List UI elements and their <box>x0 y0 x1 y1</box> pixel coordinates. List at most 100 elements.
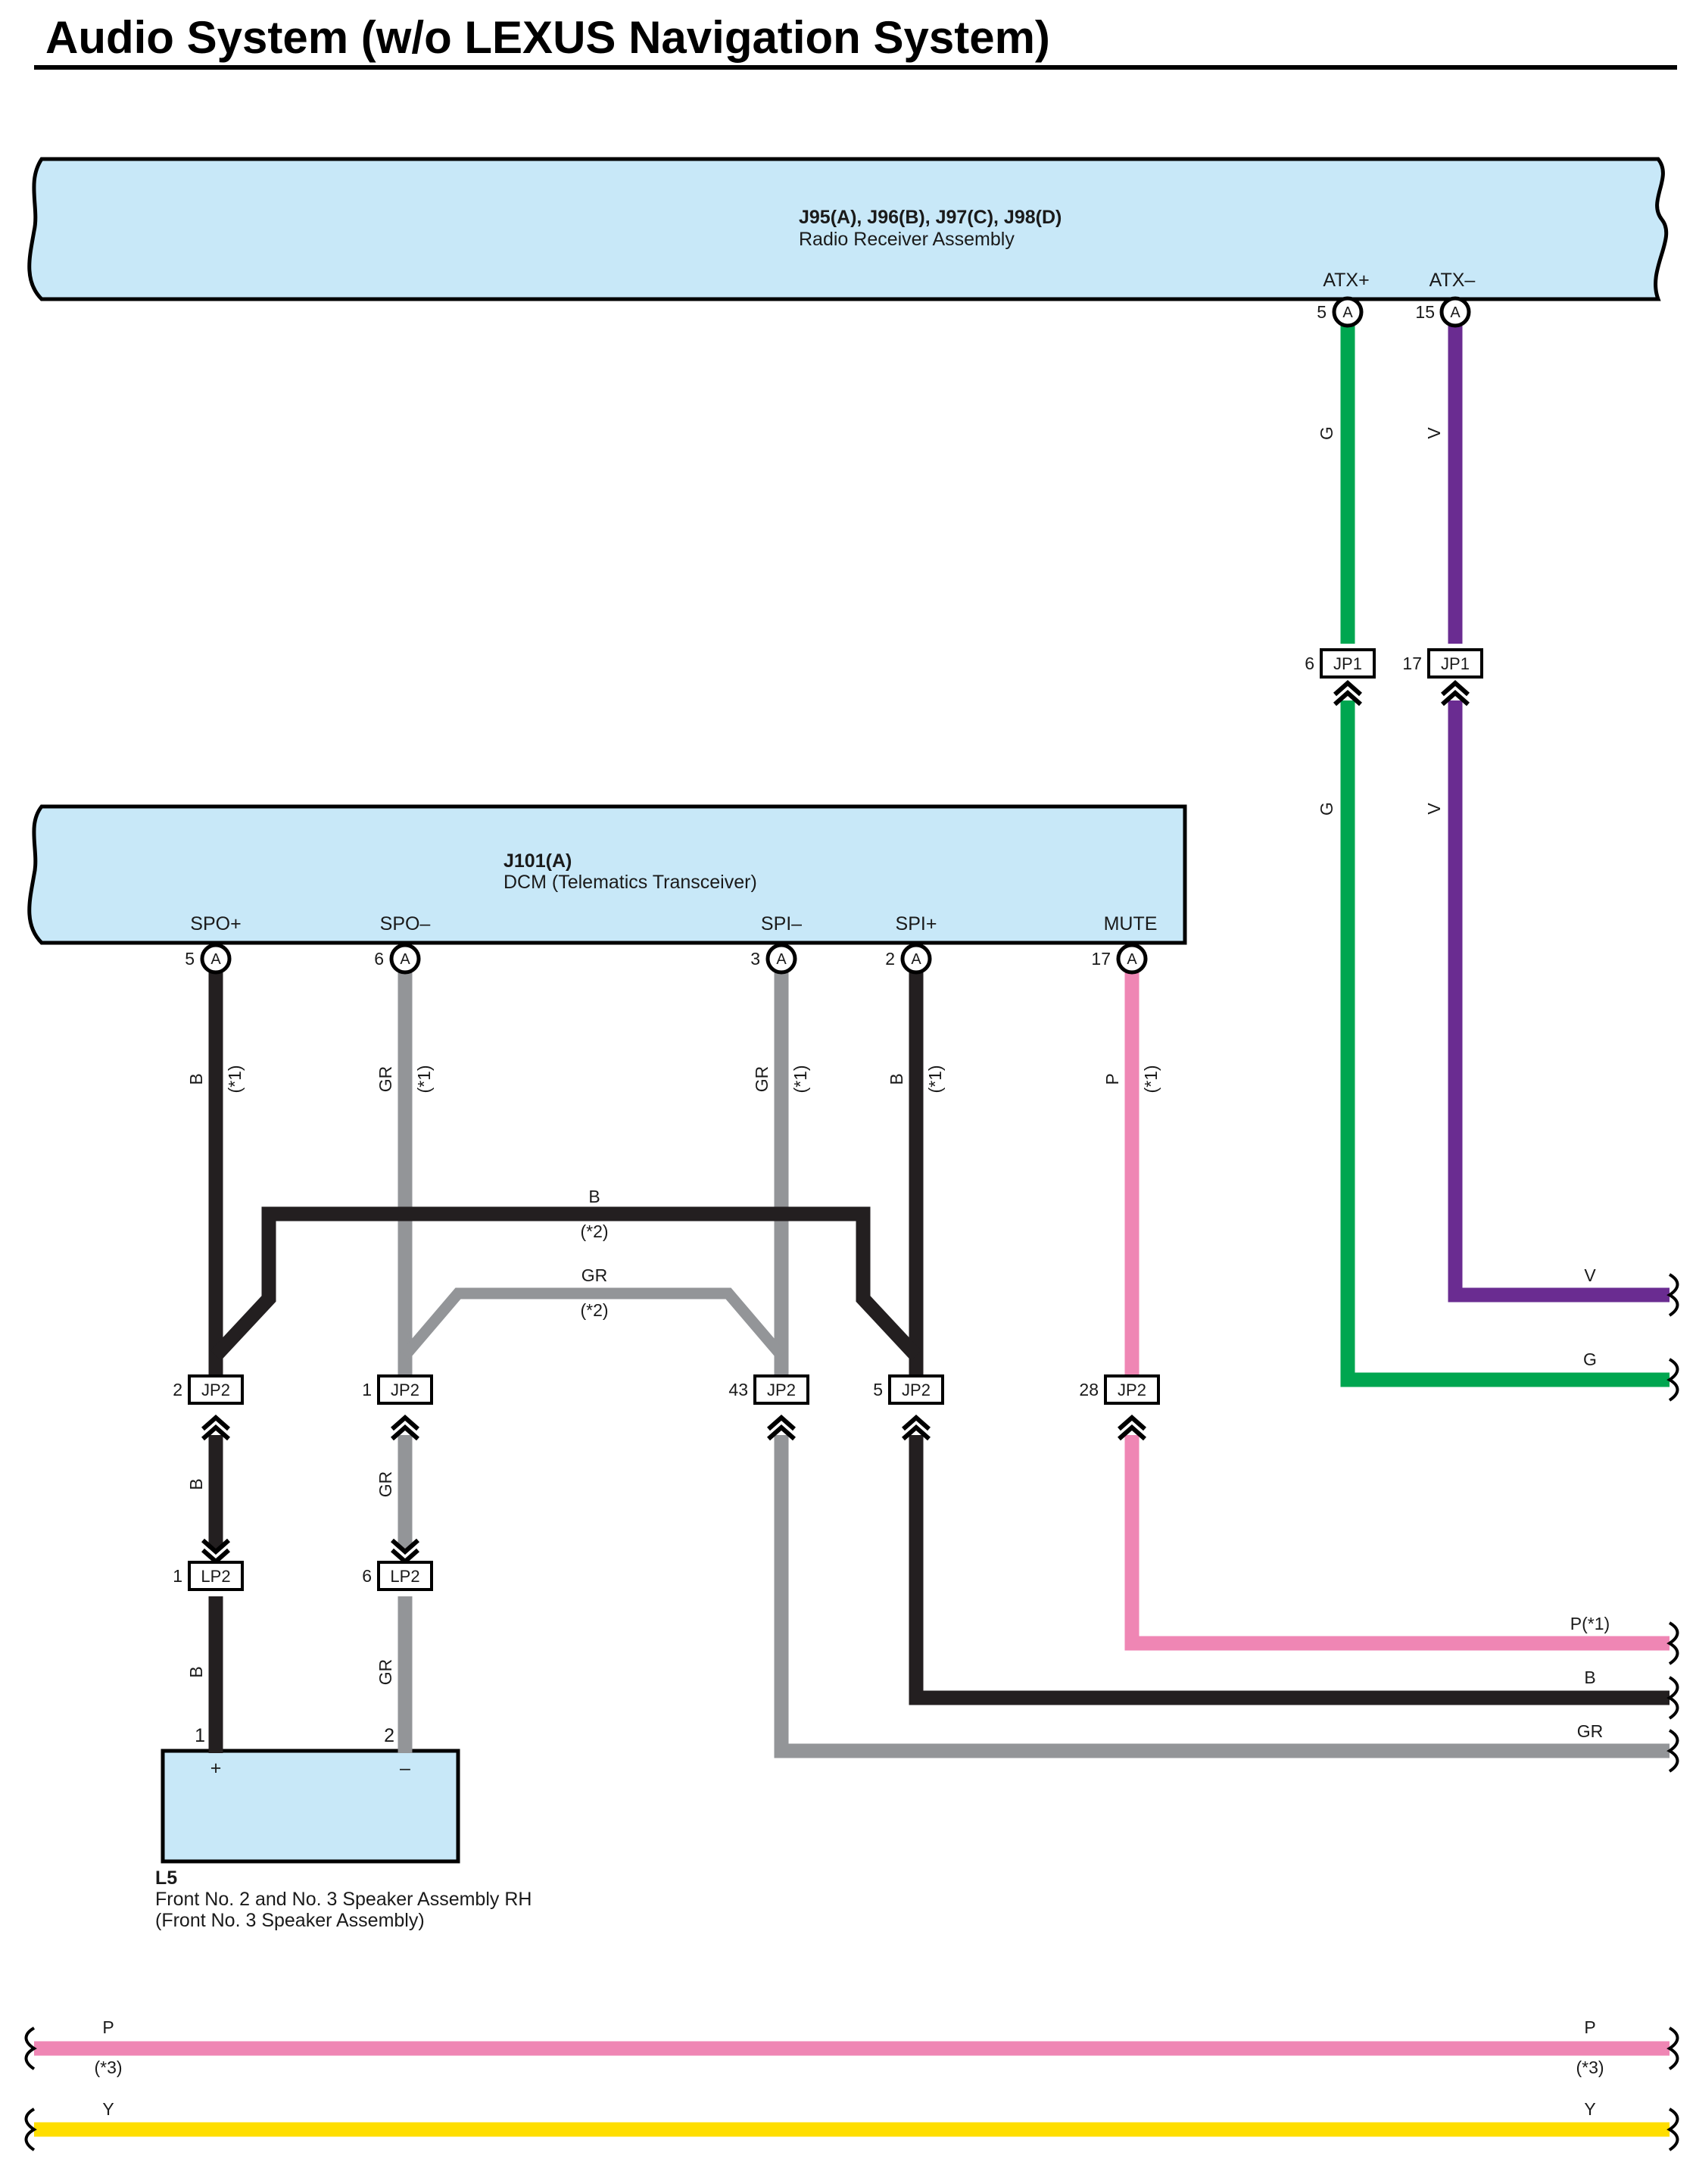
connector-label: JP2 <box>902 1381 931 1399</box>
wire-note-1: (*1) <box>925 1065 945 1093</box>
terminal-circle-icon <box>1439 296 1471 328</box>
wire-label-b-jp2-lp2: B <box>186 1478 206 1490</box>
wire-label-g-upper: G <box>1317 426 1336 440</box>
chevron-up-icon <box>391 1414 419 1431</box>
wire-note-3-left: (*3) <box>94 2058 122 2077</box>
wire-label-b-speaker: B <box>186 1666 206 1677</box>
wire-black-spi-out <box>909 1435 1670 1705</box>
wire-break-icon <box>24 2026 37 2070</box>
speaker-assembly <box>161 1749 460 1864</box>
chevron-up-icon <box>1333 689 1362 707</box>
terminal-circle-icon <box>1116 943 1148 975</box>
wire-green-lower <box>1340 700 1670 1387</box>
wire-note-2: (*2) <box>580 1300 608 1320</box>
wire-note-1: (*1) <box>414 1065 434 1093</box>
wire-label-gr-jp2-lp2: GR <box>376 1471 395 1498</box>
horizontal-wire-labels: B (*2) GR (*2) V G P(*1) B GR P (*3) P (… <box>94 1187 1610 2119</box>
connector-box-icon <box>1104 1374 1160 1405</box>
speaker-pin-1: 1 <box>195 1725 205 1746</box>
terminal-circle-icon <box>389 943 421 975</box>
chevron-up-icon <box>902 1424 931 1441</box>
wire-note-1: (*1) <box>790 1065 810 1093</box>
terminal-circle-icon <box>200 943 232 975</box>
chevron-up-icon <box>391 1424 419 1441</box>
chevron-up-icon <box>201 1414 230 1431</box>
terminal-name-spi-minus: SPI– <box>761 913 802 934</box>
terminal-pin-mute: 17 <box>1091 949 1111 969</box>
speaker-name: Front No. 2 and No. 3 Speaker Assembly R… <box>155 1889 532 1910</box>
chevron-up-icon <box>767 1414 796 1431</box>
speaker-code: L5 <box>155 1867 177 1889</box>
jp2-connectors: JP2 2 JP2 1 JP2 43 JP2 5 JP2 28 <box>173 1374 1160 1405</box>
chevron-icons <box>201 679 1470 1565</box>
wire-label-g-out: G <box>1583 1349 1597 1369</box>
connector-label: JP2 <box>767 1381 796 1399</box>
chevron-up-icon <box>902 1414 931 1431</box>
wire-label-gr-speaker: GR <box>376 1659 395 1686</box>
connector-pin: 5 <box>873 1380 883 1399</box>
wire-note-2: (*2) <box>580 1221 608 1241</box>
wire-break-icons <box>24 1273 1679 2151</box>
wire-note-1: (*1) <box>1141 1065 1161 1093</box>
dcm-code: J101(A) <box>504 850 572 872</box>
connector-box-icon <box>188 1561 244 1591</box>
connector-label: JP2 <box>1118 1381 1146 1399</box>
connector-pin: 28 <box>1079 1380 1099 1399</box>
wire-label-b-out: B <box>1584 1668 1595 1687</box>
chevron-down-icon <box>201 1538 230 1555</box>
chevron-up-icon <box>1441 689 1470 707</box>
wire-note-3-right: (*3) <box>1576 2058 1604 2077</box>
wire-label-g-lower: G <box>1317 802 1336 816</box>
terminal-circle-icon <box>900 943 932 975</box>
radio-name: Radio Receiver Assembly <box>799 229 1015 250</box>
terminal-conn-letter: A <box>1127 951 1137 968</box>
chevron-up-icon <box>201 1424 230 1441</box>
wire-label-b-spi: B <box>887 1073 906 1084</box>
terminal-name-spo-minus: SPO– <box>380 913 431 934</box>
connector-box-icon <box>753 1374 809 1405</box>
wire-label-v-upper: V <box>1424 427 1444 439</box>
terminal-pin-spo-plus: 5 <box>185 949 195 969</box>
wire-label-y-bus-right: Y <box>1584 2099 1595 2119</box>
chevron-up-icon <box>1118 1414 1146 1431</box>
dcm-name: DCM (Telematics Transceiver) <box>504 872 757 893</box>
wire-black-bridge <box>210 1206 921 1361</box>
wire-gray-spi-out <box>774 1435 1670 1758</box>
connector-box-icon <box>888 1374 944 1405</box>
terminal-circle-icon <box>765 943 797 975</box>
wire-label-p-mute: P <box>1102 1073 1122 1084</box>
terminal-pin-atx-plus: 5 <box>1317 302 1327 322</box>
terminal-name-spo-plus: SPO+ <box>190 913 241 934</box>
connector-box-icon <box>377 1561 433 1591</box>
chevron-up-icon <box>1118 1424 1146 1441</box>
wire-label-b-spo: B <box>186 1073 206 1084</box>
terminal-pin-spo-minus: 6 <box>374 949 384 969</box>
wire-break-icon <box>1666 1358 1679 1402</box>
connector-box-icon <box>188 1374 244 1405</box>
terminal-name-atx-plus: ATX+ <box>1323 270 1369 291</box>
wire-label-p-bus-left: P <box>102 2017 114 2037</box>
connector-box-icon <box>377 1374 433 1405</box>
terminal-name-atx-minus: ATX– <box>1429 270 1476 291</box>
jp1-connectors: JP1 6 JP1 17 <box>1305 648 1483 679</box>
wire-label-v-lower: V <box>1424 803 1444 815</box>
terminal-conn-letter: A <box>776 951 787 968</box>
terminal-pin-spi-minus: 3 <box>750 949 760 969</box>
wire-break-icon <box>1666 2026 1679 2070</box>
wire-note-1: (*1) <box>225 1065 245 1093</box>
chevron-up-icon <box>1333 679 1362 697</box>
chevron-up-icon <box>1441 679 1470 697</box>
page-title: Audio System (w/o LEXUS Navigation Syste… <box>45 12 1050 63</box>
speaker-pin-2: 2 <box>384 1725 394 1746</box>
speaker-polarity-minus: – <box>400 1758 410 1779</box>
wire-violet-lower <box>1448 700 1670 1303</box>
terminal-conn-letter: A <box>400 951 410 968</box>
lp2-connectors: LP2 1 LP2 6 <box>173 1561 433 1591</box>
radio-terminals: A 5 A 15 <box>1317 296 1471 328</box>
wire-label-v-out: V <box>1584 1265 1596 1285</box>
wire-label-gr-spi: GR <box>752 1066 772 1093</box>
wire-break-icon <box>1666 1621 1679 1665</box>
radio-receiver-assembly <box>27 157 1669 301</box>
connector-pin: 1 <box>173 1566 182 1586</box>
